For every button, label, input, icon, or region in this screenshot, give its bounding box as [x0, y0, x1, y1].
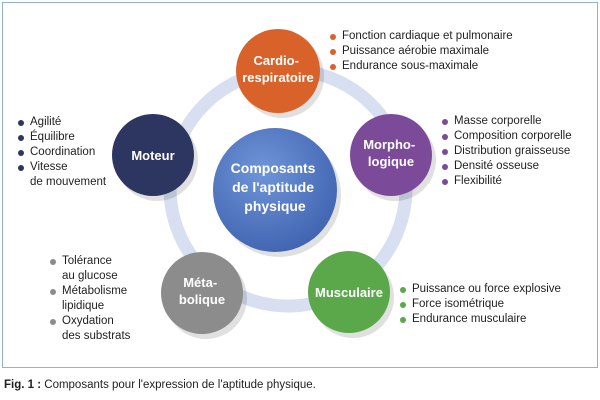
bullet-dot — [400, 317, 406, 323]
list-item: Flexibilité — [442, 174, 572, 189]
list-musculaire: Puissance ou force explosive Force isomé… — [400, 282, 561, 327]
node-musculaire: Musculaire — [308, 251, 394, 338]
bullet-dot — [50, 319, 56, 325]
node-meta-label: Méta- bolique — [179, 275, 225, 307]
node-morphologique: Morpho- logique — [350, 114, 436, 201]
bullet-dot — [442, 164, 448, 170]
list-item: Endurance musculaire — [400, 312, 561, 327]
bullet-dot — [400, 287, 406, 293]
node-musculaire-label: Musculaire — [315, 285, 383, 300]
node-cardio-circle — [236, 29, 320, 113]
list-metabolique: Tolérance au glucose Métabolisme lipidiq… — [50, 254, 130, 344]
node-moteur: Moteur — [112, 114, 198, 201]
list-item: Coordination — [18, 145, 106, 160]
list-item: Force isométrique — [400, 297, 561, 312]
list-item: Composition corporelle — [442, 129, 572, 144]
list-item: Équilibre — [18, 130, 106, 145]
bullet-dot — [18, 135, 24, 141]
list-morpho: Masse corporelle Composition corporelle … — [442, 114, 572, 189]
bullet-dot — [400, 302, 406, 308]
list-item: Tolérance au glucose — [50, 254, 130, 284]
list-item: Métabolisme lipidique — [50, 284, 130, 314]
list-item: Puissance aérobie maximale — [330, 44, 513, 59]
node-musculaire-circle — [308, 251, 390, 333]
node-metabolique: Méta- bolique — [161, 252, 247, 339]
list-item: Agilité — [18, 115, 106, 130]
bullet-dot — [50, 259, 56, 265]
bullet-dot — [330, 64, 336, 70]
node-morpho-circle — [350, 114, 432, 196]
node-meta-circle — [161, 252, 243, 334]
fitness-components-diagram: Composants de l'aptitude physique Cardio… — [112, 29, 436, 339]
caption-label: Fig. 1 : — [4, 379, 42, 391]
list-item: Densité osseuse — [442, 159, 572, 174]
node-moteur-label: Moteur — [131, 148, 174, 163]
list-item: Fonction cardiaque et pulmonaire — [330, 29, 513, 44]
node-morpho-label: Morpho- logique — [363, 137, 419, 169]
list-item: Puissance ou force explosive — [400, 282, 561, 297]
bullet-dot — [50, 289, 56, 295]
list-item: Vitesse de mouvement — [18, 160, 106, 190]
list-item: Endurance sous-maximale — [330, 59, 513, 74]
figure-caption: Fig. 1 : Composants pour l'expression de… — [4, 379, 316, 391]
center-node: Composants de l'aptitude physique — [213, 128, 341, 257]
node-cardio-respiratoire: Cardio- respiratoire — [236, 29, 324, 118]
bullet-dot — [442, 179, 448, 185]
bullet-dot — [442, 119, 448, 125]
bullet-dot — [18, 150, 24, 156]
list-cardio: Fonction cardiaque et pulmonaire Puissan… — [330, 29, 513, 74]
bullet-dot — [330, 49, 336, 55]
bullet-dot — [18, 165, 24, 171]
list-item: Distribution graisseuse — [442, 144, 572, 159]
bullet-dot — [18, 120, 24, 126]
center-node-label: Composants de l'aptitude physique — [231, 160, 320, 214]
list-item: Masse corporelle — [442, 114, 572, 129]
bullet-dot — [330, 34, 336, 40]
figure-frame: Composants de l'aptitude physique Cardio… — [2, 2, 598, 368]
node-moteur-circle — [112, 114, 194, 196]
caption-text: Composants pour l'expression de l'aptitu… — [41, 379, 316, 391]
bullet-dot — [442, 149, 448, 155]
list-moteur: Agilité Équilibre Coordination Vitesse d… — [18, 115, 106, 190]
list-item: Oxydation des substrats — [50, 314, 130, 344]
bullet-dot — [442, 134, 448, 140]
node-cardio-label: Cardio- respiratoire — [242, 53, 314, 85]
